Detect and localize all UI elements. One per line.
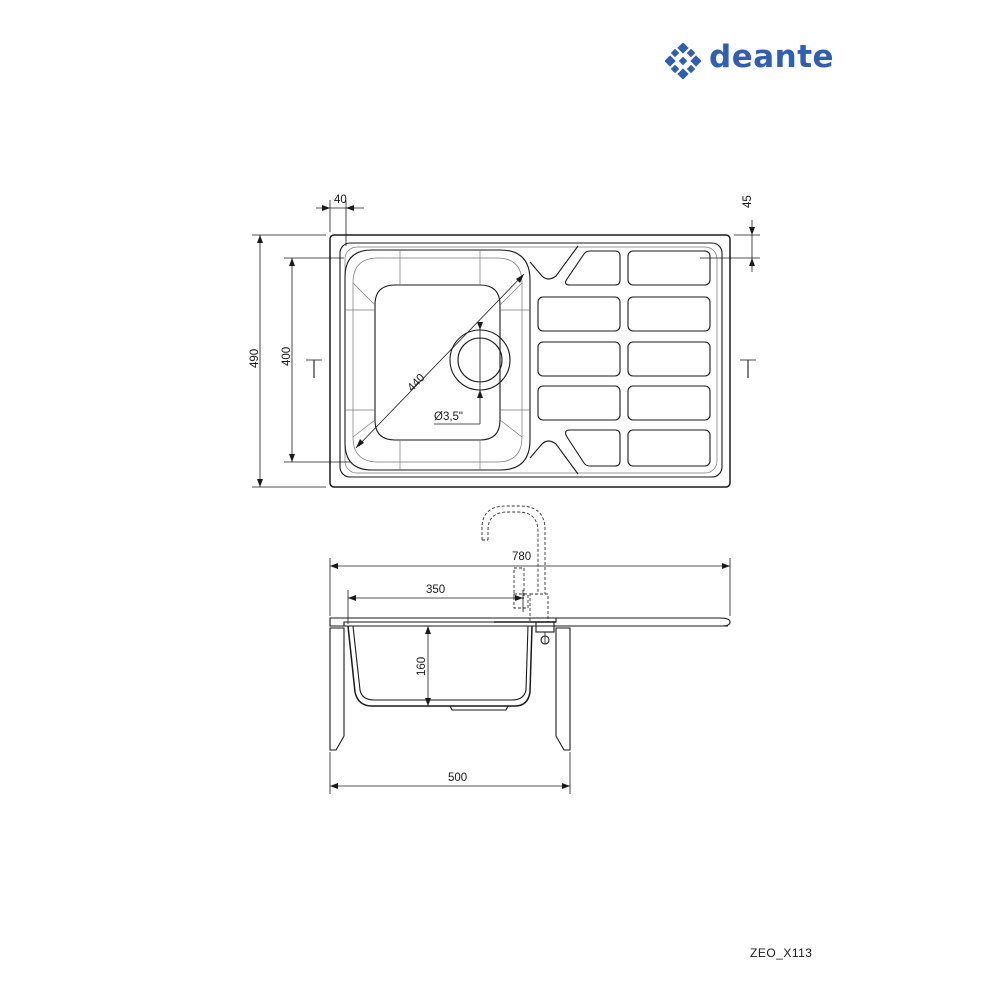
- dimension-depth-outer: 490: [249, 234, 326, 488]
- dimension-label-40: 40: [334, 194, 347, 206]
- deante-logo-icon: [665, 43, 701, 79]
- dimension-rim-top: 45: [700, 195, 760, 272]
- section-marker-left: [306, 359, 322, 378]
- sink-inner-rim: [339, 242, 723, 478]
- dimension-total-length: 780: [329, 551, 731, 616]
- faucet-outline: [481, 505, 549, 623]
- product-code: ZEO_X113: [750, 946, 813, 960]
- dimension-bowl-length: 350: [347, 584, 524, 624]
- sink-bowl: [344, 249, 531, 471]
- dimension-bowl-height: 160: [416, 626, 431, 706]
- dimension-label-440: 440: [406, 372, 428, 394]
- side-view: 780 350 160: [329, 505, 731, 794]
- drainboard-ribs: [529, 245, 711, 475]
- dimension-label-45: 45: [742, 195, 754, 208]
- dimension-depth-inner: 400: [281, 257, 350, 463]
- sink-outer-rim: [329, 234, 731, 488]
- top-view: 440 Ø3,5" 40: [249, 194, 760, 488]
- dimension-label-350: 350: [426, 584, 445, 596]
- dimension-label-780: 780: [512, 551, 531, 563]
- dimension-cabinet-width: 500: [329, 752, 571, 794]
- dimension-label-490: 490: [249, 349, 261, 368]
- dimension-rim-left: 40: [316, 194, 364, 246]
- sink-profile: [329, 617, 731, 711]
- brand-name: deante: [709, 39, 835, 75]
- dimension-label-drain: Ø3,5": [434, 411, 463, 423]
- cabinet-walls: [329, 627, 571, 751]
- dimension-label-500: 500: [448, 772, 467, 784]
- section-marker-right: [740, 359, 756, 378]
- dimension-label-400: 400: [281, 347, 293, 366]
- drain-callout: Ø3,5": [434, 322, 483, 425]
- dimension-label-160: 160: [416, 657, 428, 676]
